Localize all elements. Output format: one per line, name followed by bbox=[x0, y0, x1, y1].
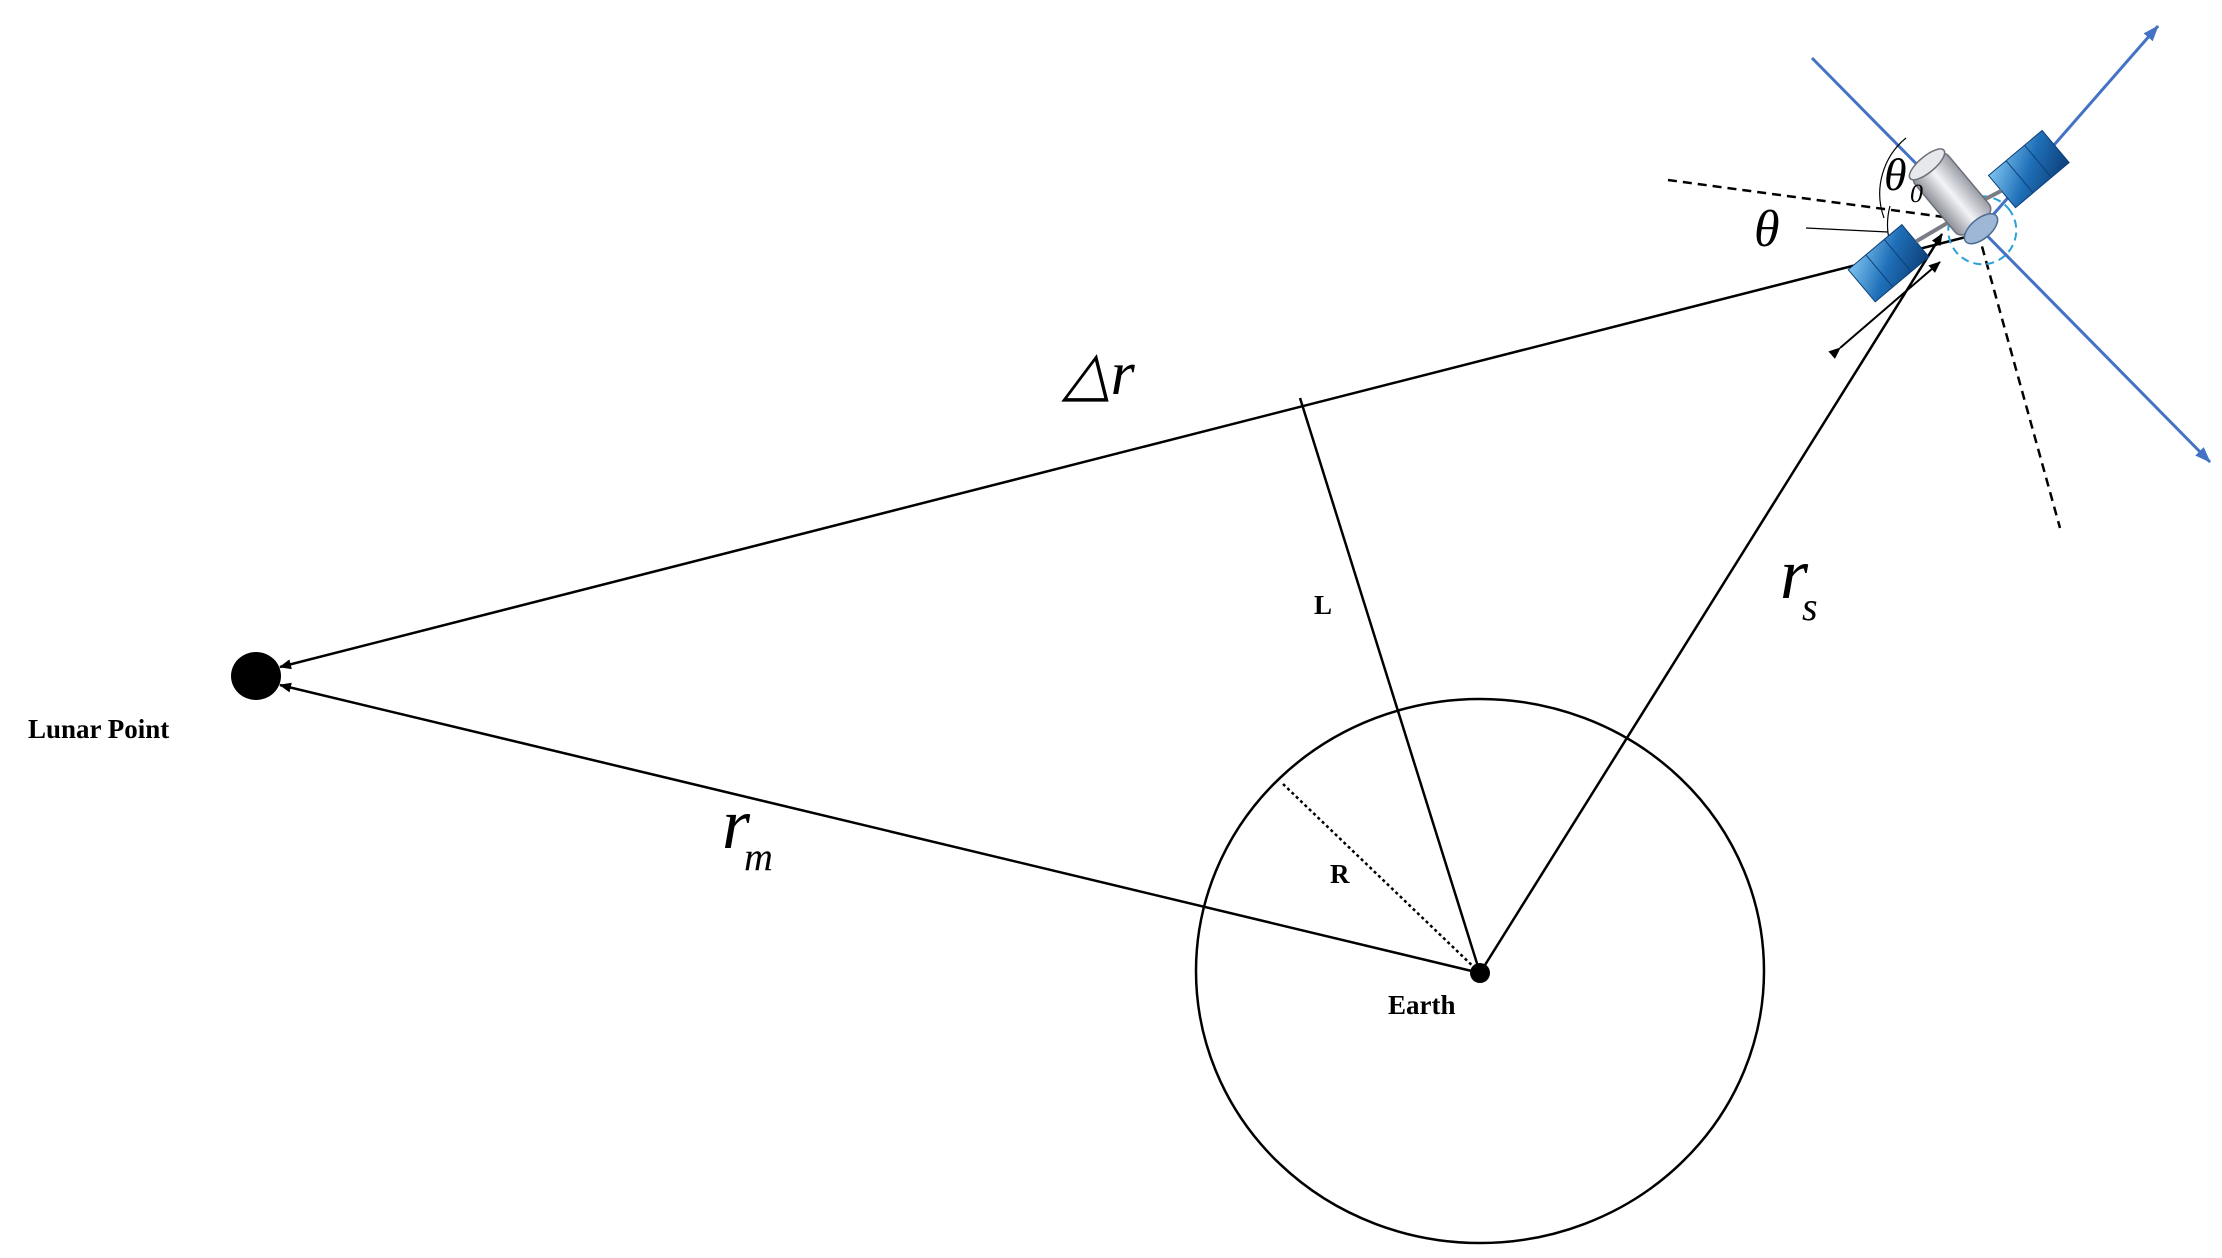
theta-leader-line bbox=[1805, 227, 1889, 233]
earth-label: Earth bbox=[1388, 990, 1456, 1020]
r-m-label: r m bbox=[722, 784, 773, 879]
delta-r-label: △r bbox=[1061, 340, 1136, 408]
earth-center-dot bbox=[1470, 963, 1490, 983]
svg-text:θ: θ bbox=[1884, 149, 1907, 200]
lunar-point-dot bbox=[231, 652, 281, 700]
theta0-label: θ 0 bbox=[1884, 149, 1923, 208]
satellite-axis-secondary bbox=[1976, 25, 2160, 233]
dashed-reference-line-horizontal bbox=[1667, 178, 1967, 222]
dashed-reference-line-vertical bbox=[1976, 231, 2062, 529]
double-arrow bbox=[1828, 261, 1941, 359]
perpendicular-L-line bbox=[1298, 397, 1482, 974]
lunar-point-label: Lunar Point bbox=[28, 714, 169, 744]
svg-text:s: s bbox=[1802, 584, 1818, 629]
r-s-label: r s bbox=[1780, 534, 1818, 629]
svg-text:m: m bbox=[744, 834, 773, 879]
L-label: L bbox=[1314, 590, 1332, 620]
R-label: R bbox=[1330, 859, 1350, 889]
delta-r-vector bbox=[279, 235, 1967, 670]
r-s-vector bbox=[1478, 233, 1944, 974]
theta0-arc bbox=[1879, 137, 1907, 219]
svg-text:r: r bbox=[1780, 534, 1809, 614]
satellite-icon bbox=[1847, 129, 2070, 303]
earth-circle bbox=[1194, 697, 1766, 1245]
svg-text:0: 0 bbox=[1910, 179, 1923, 208]
satellite-axis-main bbox=[1810, 56, 2212, 464]
theta-label: θ bbox=[1754, 201, 1780, 258]
svg-text:r: r bbox=[722, 784, 751, 864]
r-m-vector bbox=[279, 682, 1481, 975]
